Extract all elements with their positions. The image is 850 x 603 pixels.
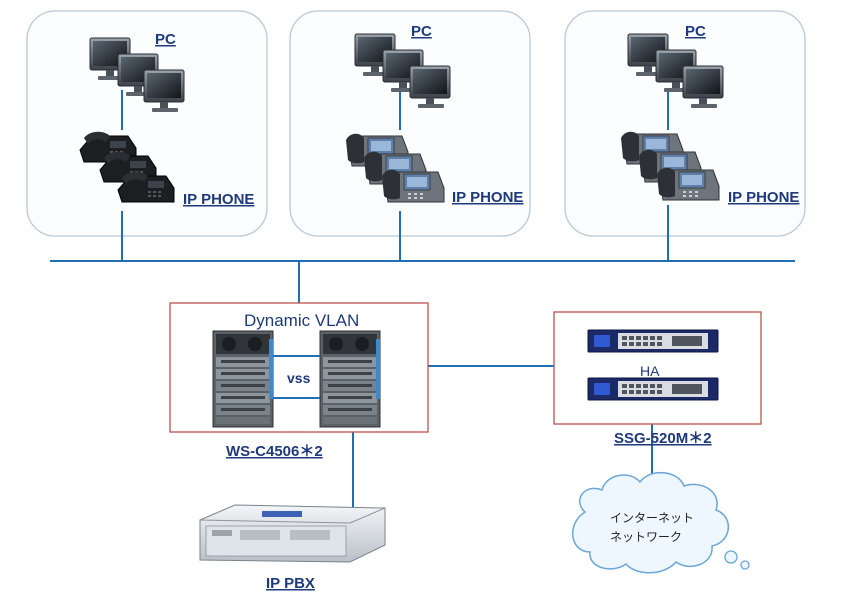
firewall-appliance-icon [587, 329, 719, 353]
site-1-box [26, 10, 268, 237]
core-switch-model-label: WS-C4506＊2 [226, 443, 323, 460]
core-switch-title: Dynamic VLAN [244, 311, 359, 330]
site-1-pc-label: PC [155, 31, 176, 48]
firewall-appliance-icon [587, 377, 719, 401]
server-icon [199, 504, 386, 563]
network-links [50, 90, 795, 518]
ha-label: HA [640, 363, 660, 379]
site-2-phone-label: IP PHONE [452, 189, 523, 206]
cloud-label-line1: インターネット [610, 511, 694, 525]
chassis-switch-icon [319, 330, 381, 428]
vss-links [273, 355, 320, 399]
ip-phone-icon [117, 171, 175, 203]
firewall-model-label: SSG-520M＊2 [614, 430, 712, 447]
server-label: IP PBX [266, 575, 315, 592]
site-1-phone-label: IP PHONE [183, 191, 254, 208]
ip-phone-icon [656, 167, 720, 201]
internet-cloud-icon [571, 472, 750, 574]
cloud-label-line2: ネットワーク [610, 530, 682, 544]
site-2-pc-label: PC [411, 23, 432, 40]
vss-label: vss [287, 370, 311, 386]
site-3-pc-label: PC [685, 23, 706, 40]
chassis-switch-icon [212, 330, 274, 428]
site-3-box [564, 10, 806, 237]
ip-phone-icon [381, 169, 445, 203]
site-2-box [289, 10, 531, 237]
site-3-phone-label: IP PHONE [728, 189, 799, 206]
